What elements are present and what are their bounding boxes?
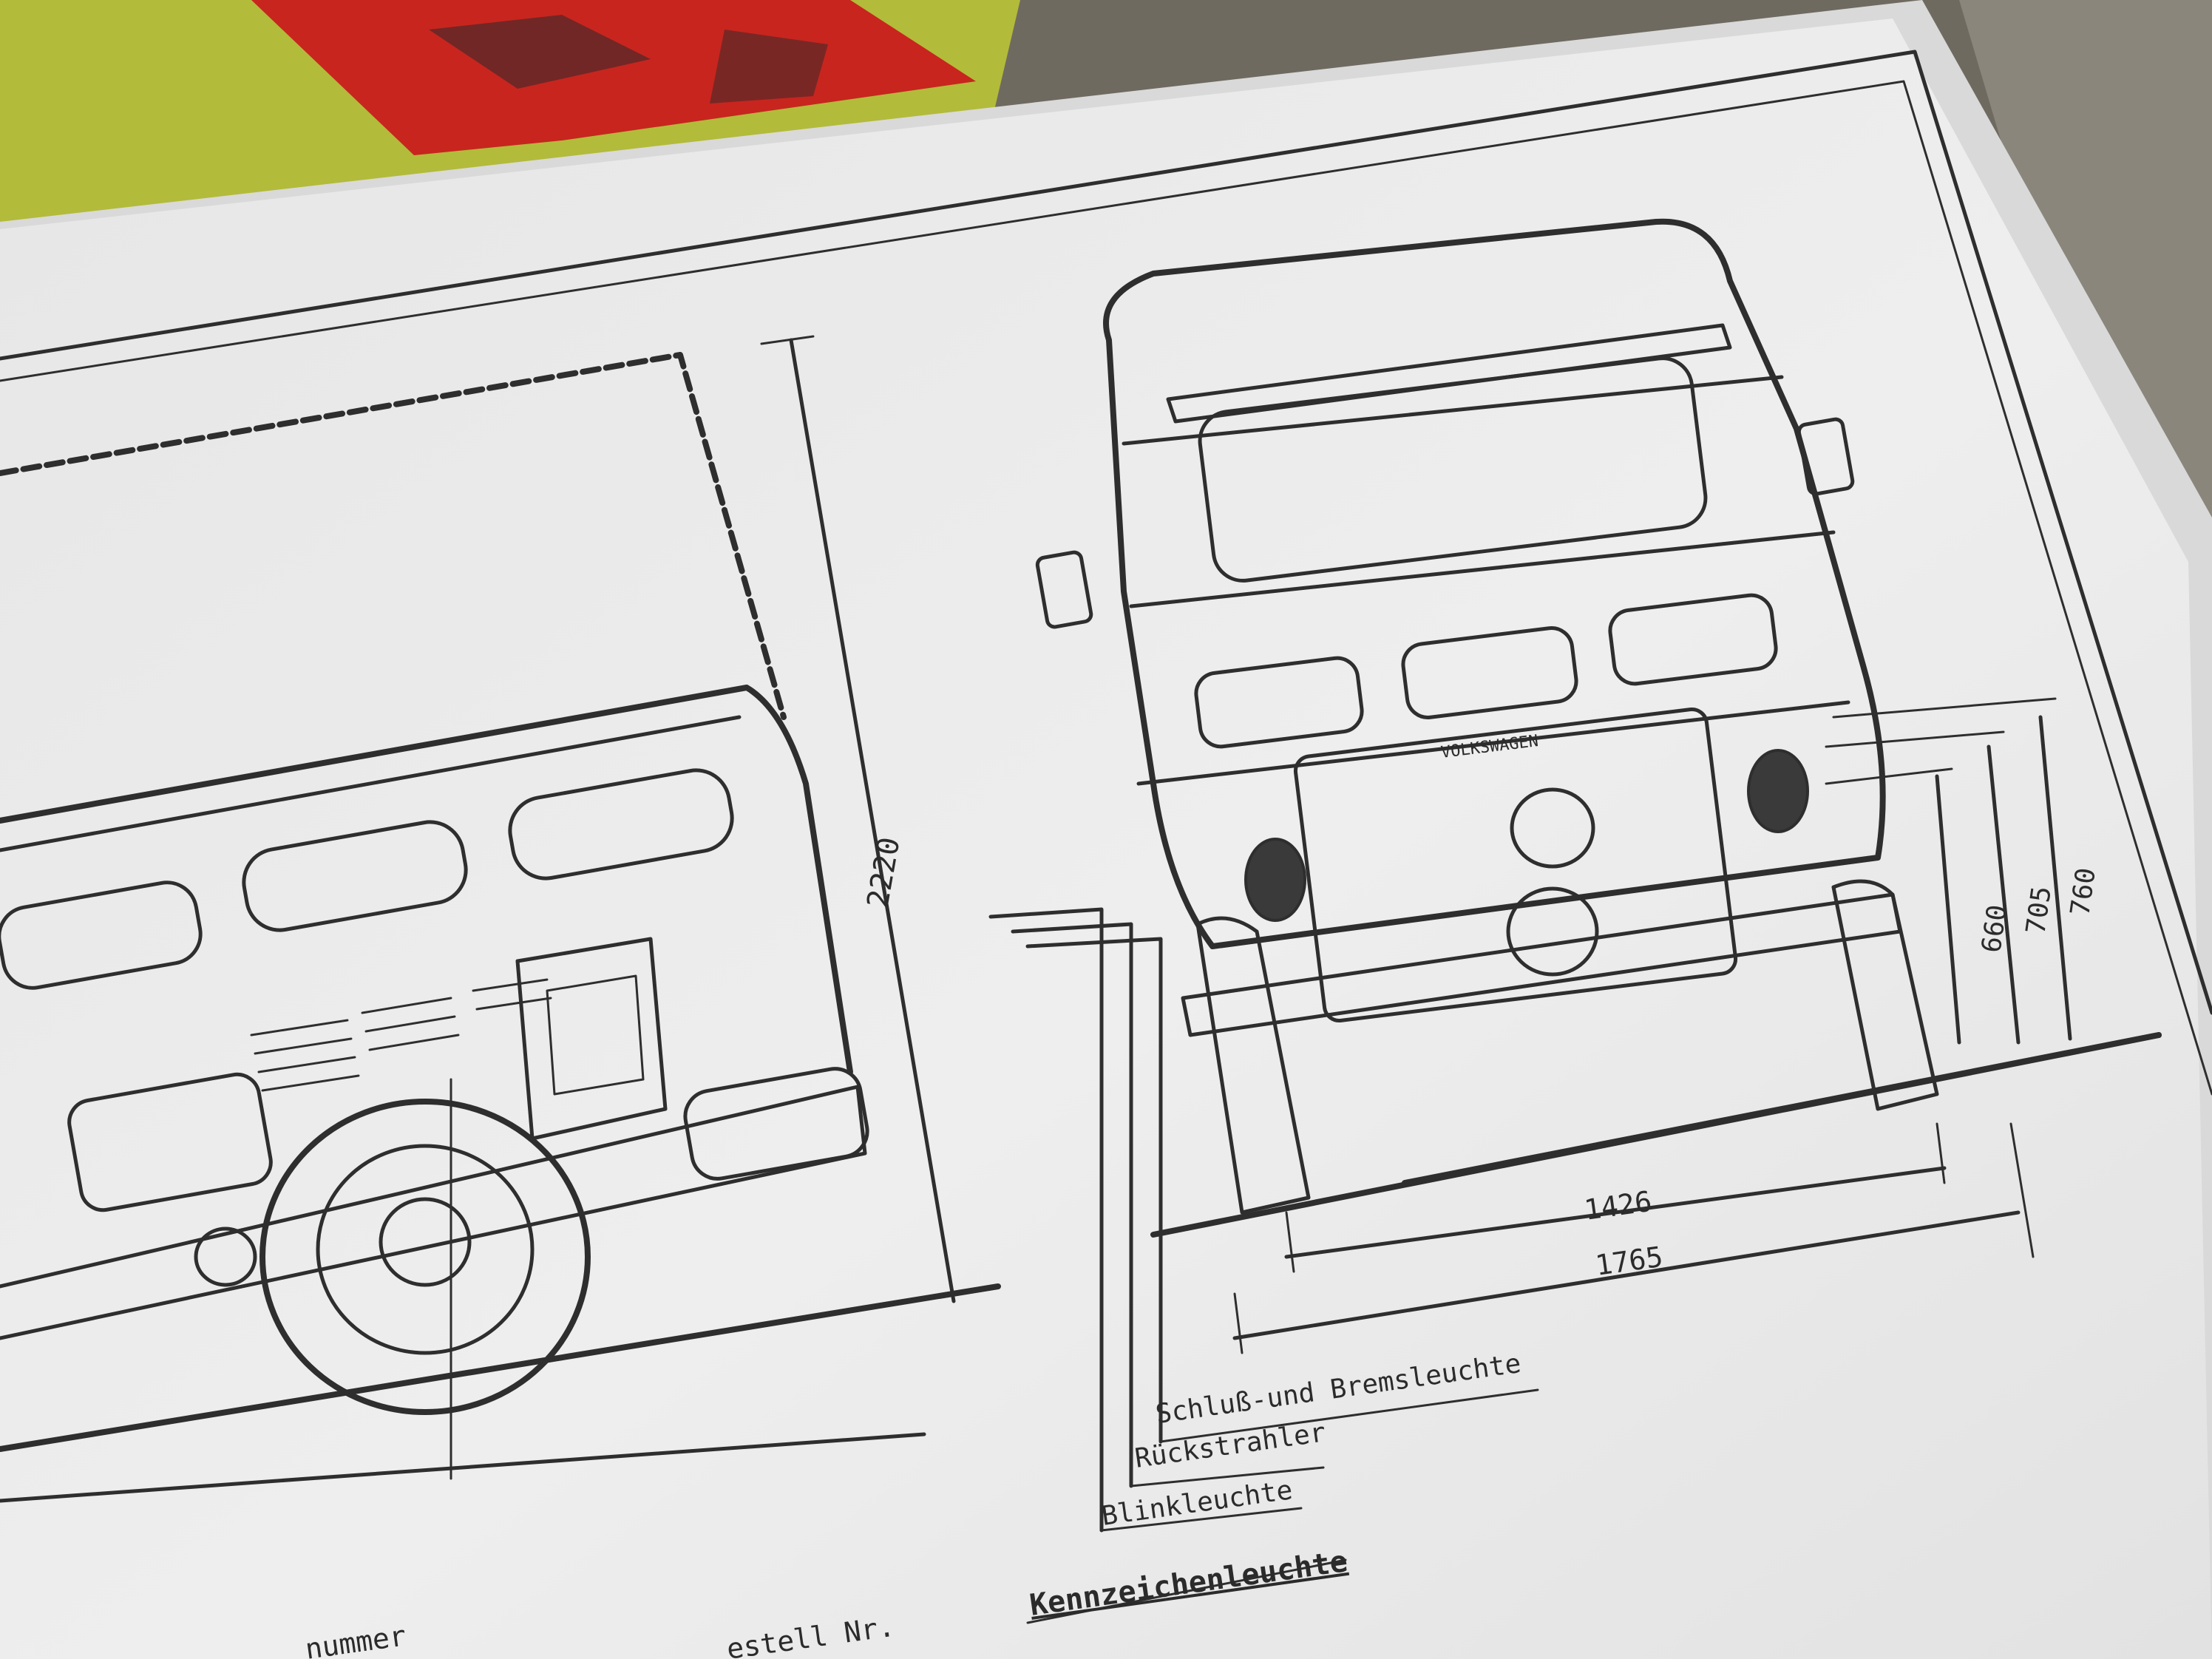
rear-view-drawing (988, 218, 2162, 1624)
dimension-760-label: 760 (2065, 866, 2102, 917)
side-view-drawing (0, 335, 1001, 1503)
dimension-705-label: 705 (2021, 884, 2057, 936)
dimension-660-label: 660 (1976, 903, 2013, 954)
drawing-frame (0, 50, 2212, 1096)
